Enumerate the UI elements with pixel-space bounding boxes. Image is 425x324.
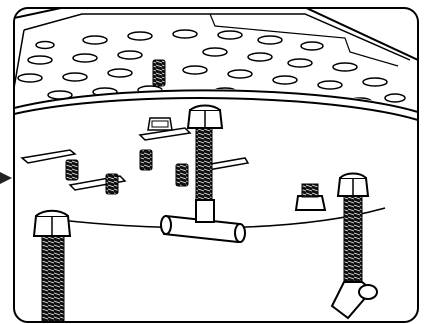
- threaded-rod: [343, 193, 363, 295]
- hex-nut: [147, 117, 173, 131]
- hex-nut: [294, 183, 327, 211]
- hex-nut: [32, 209, 72, 237]
- elbow-fitting: [330, 281, 378, 320]
- image-frame: [13, 7, 419, 323]
- hex-nut: [186, 104, 224, 129]
- pointer-arrow: [0, 172, 12, 184]
- set-screw: [65, 59, 189, 195]
- threaded-rod: [41, 231, 65, 322]
- t-fitting: [160, 199, 246, 244]
- hex-nut: [336, 172, 370, 197]
